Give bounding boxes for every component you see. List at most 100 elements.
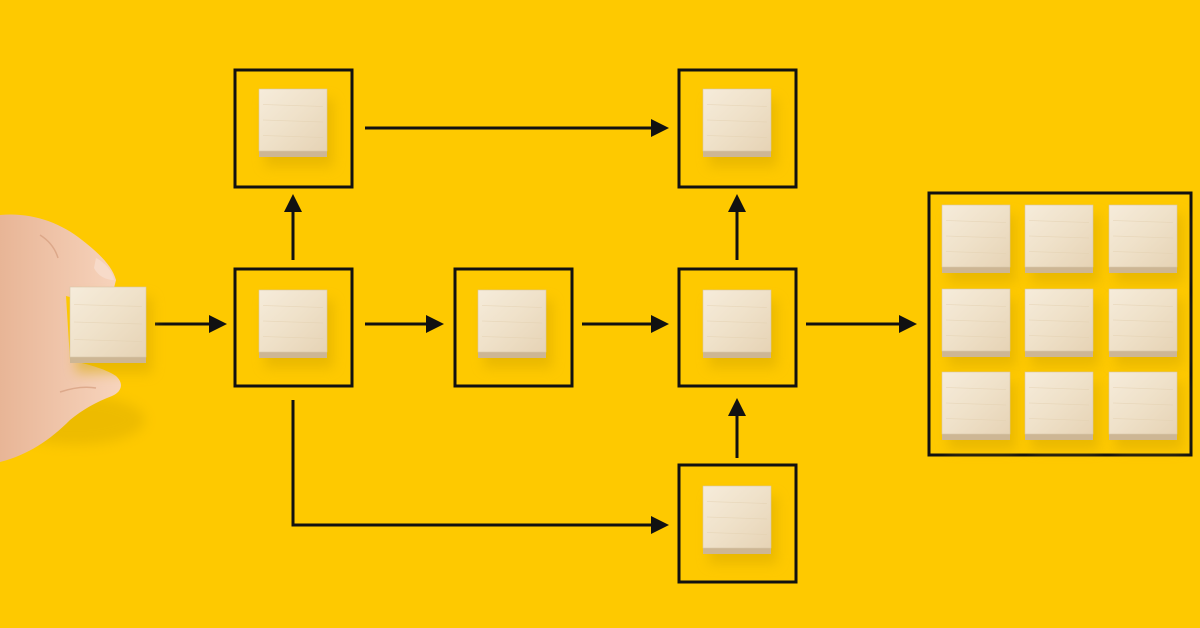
grid-block-7-grain <box>945 402 1007 406</box>
grid-block-8 <box>1024 371 1099 450</box>
block-bottom-edge <box>703 548 771 554</box>
grid-block-3-grain <box>1112 235 1174 239</box>
arrow-top-head <box>651 119 669 137</box>
grid-block-2-grain <box>1028 235 1090 239</box>
grid-block-8-grain <box>1028 402 1090 406</box>
grid-block-4 <box>941 288 1016 367</box>
grid-block-8-grain <box>1028 387 1090 390</box>
block-mid-1 <box>258 289 333 368</box>
block-top-left-grain <box>262 104 324 107</box>
block-mid-3-grain <box>706 320 768 324</box>
block-mid-1-grain <box>262 336 324 339</box>
grid-block-6-grain <box>1112 304 1174 307</box>
grid-block-2-grain <box>1028 220 1090 223</box>
held-block <box>69 286 152 373</box>
block-mid-3-edge <box>703 352 771 358</box>
grid-block-1-grain <box>945 251 1007 254</box>
block-mid-2-grain <box>481 305 543 308</box>
grid-block-6-grain <box>1112 335 1174 338</box>
fingernail <box>94 258 114 280</box>
frame-mid-3 <box>677 267 798 388</box>
block-top-right-grain <box>706 104 768 107</box>
grid-block-8-grain <box>1028 418 1090 421</box>
arrow-output-head <box>899 315 917 333</box>
grid-block-3-grain <box>1112 220 1174 223</box>
grid-block-7-grain <box>945 418 1007 421</box>
grid-block-3-face <box>1108 204 1178 268</box>
grid-block-9-grain <box>1112 387 1174 390</box>
grid-block-7-edge <box>942 434 1010 440</box>
block-top-left-grain <box>262 119 324 123</box>
grid-block-9-edge <box>1109 434 1177 440</box>
block-mid-3-grain <box>706 305 768 308</box>
block-mid-1-edge <box>259 352 327 358</box>
grid-block-4-edge <box>942 351 1010 357</box>
frame-top-right <box>677 68 798 189</box>
grid-block-1-grain <box>945 235 1007 239</box>
arrow-input-head <box>209 315 227 333</box>
grid-block-9-grain <box>1112 402 1174 406</box>
block-mid-2-grain <box>481 320 543 324</box>
block-top-left-edge <box>259 151 327 157</box>
held-block-edge <box>70 357 146 363</box>
frame-mid-1 <box>233 267 354 388</box>
block-bottom-grain <box>706 501 768 504</box>
block-top-left <box>258 88 333 167</box>
frame-bottom <box>677 463 798 584</box>
block-bottom <box>702 485 777 564</box>
grid-block-9 <box>1108 371 1183 450</box>
grid-block-1-edge <box>942 267 1010 273</box>
held-wooden-block <box>69 286 152 373</box>
block-bottom-grain <box>706 516 768 520</box>
grid-block-6 <box>1108 288 1183 367</box>
hand <box>0 214 145 462</box>
block-mid-2 <box>477 289 552 368</box>
grid-block-8-edge <box>1025 434 1093 440</box>
hand-palm <box>0 214 121 462</box>
block-mid-2-edge <box>478 352 546 358</box>
block-mid-3 <box>702 289 777 368</box>
arrow-up-right-head <box>728 194 746 212</box>
arrow-mid1-mid2-head <box>426 315 444 333</box>
thumb-line <box>59 386 97 393</box>
frames <box>233 68 1193 584</box>
arrow-down-head <box>651 516 669 534</box>
block-bottom-grain <box>706 532 768 535</box>
grid-block-3-grain <box>1112 251 1174 254</box>
block-mid-1-grain <box>262 305 324 308</box>
grid-block-6-edge <box>1109 351 1177 357</box>
block-top-right <box>702 88 777 167</box>
flow-arrows <box>155 119 917 534</box>
block-top-left-grain <box>262 135 324 138</box>
block-mid-3-grain <box>706 336 768 339</box>
grid-block-3-edge <box>1109 267 1177 273</box>
grid-block-1 <box>941 204 1016 283</box>
grid-block-4-grain <box>945 319 1007 323</box>
block-mid-1-grain <box>262 320 324 324</box>
held-block-grain <box>73 321 143 325</box>
grid-block-5-grain <box>1028 319 1090 323</box>
arrow-up-left-head <box>284 194 302 212</box>
grid-block-5 <box>1024 288 1099 367</box>
grid-block-3 <box>1108 204 1183 283</box>
grid-block-5-grain <box>1028 335 1090 338</box>
grid-block-9-grain <box>1112 418 1174 421</box>
held-block-grain <box>73 304 143 307</box>
grid-block-5-grain <box>1028 304 1090 307</box>
grid-block-7-grain <box>945 387 1007 390</box>
arrow-bottom-up-head <box>728 398 746 416</box>
block-top-right-grain <box>706 135 768 138</box>
knuckle-line <box>39 234 59 259</box>
grid-block-2 <box>1024 204 1099 283</box>
grid-block-4-grain <box>945 335 1007 338</box>
block-top-right-edge <box>703 151 771 157</box>
frame-mid-2 <box>453 267 574 388</box>
arrow-down-path <box>291 400 655 527</box>
grid-block-2-grain <box>1028 251 1090 254</box>
grid-block-4-grain <box>945 304 1007 307</box>
wooden-blocks <box>258 88 1183 564</box>
block-top-right-grain <box>706 119 768 123</box>
held-block-grain <box>73 339 143 342</box>
